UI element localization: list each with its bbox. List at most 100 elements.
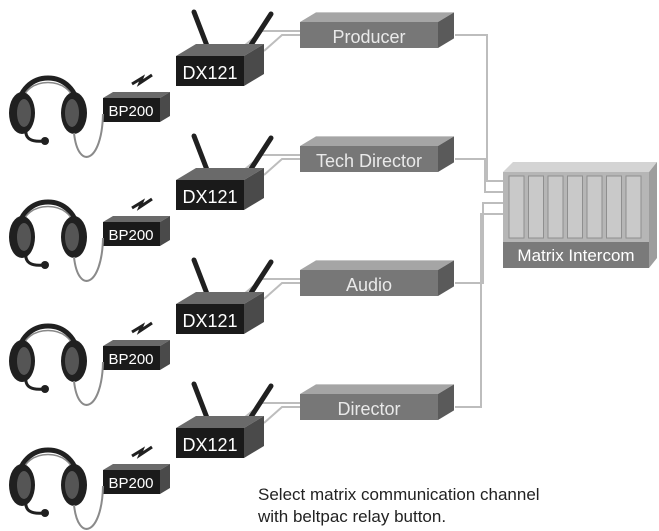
dx121-transceiver-side bbox=[244, 416, 264, 458]
dx121-transceiver-face bbox=[176, 56, 244, 86]
channel-label: Tech Director bbox=[316, 151, 422, 171]
matrix-card-slot bbox=[547, 175, 564, 239]
dx121-transceiver-top bbox=[176, 44, 264, 56]
cable-dx-to-panel bbox=[263, 406, 300, 424]
matrix-label: Matrix Intercom bbox=[517, 246, 634, 265]
channel-panel bbox=[300, 260, 454, 296]
antenna-icon bbox=[246, 259, 274, 299]
cable-to-matrix bbox=[455, 213, 503, 408]
channel-label: Producer bbox=[332, 27, 405, 47]
headset-right-pad bbox=[65, 471, 79, 499]
transceiver-label: DX121 bbox=[182, 63, 237, 83]
matrix-card-slot bbox=[586, 175, 603, 239]
channel-panel-face bbox=[300, 146, 438, 172]
headset-boom bbox=[24, 252, 45, 267]
headset-left-pad bbox=[17, 347, 31, 375]
channel-panel-face bbox=[300, 394, 438, 420]
dx121-transceiver-face bbox=[176, 304, 244, 334]
transceiver-label: DX121 bbox=[182, 311, 237, 331]
matrix-card-slot bbox=[508, 175, 525, 239]
headset-mic bbox=[41, 509, 49, 517]
channel-panel-top bbox=[300, 260, 454, 270]
channel-panel-top bbox=[300, 12, 454, 22]
dx121-transceiver-side bbox=[244, 292, 264, 334]
channel-panel-side bbox=[438, 12, 454, 48]
caption: Select matrix communication channel with… bbox=[258, 484, 658, 528]
bp200-beltpac-side bbox=[160, 464, 170, 494]
headset-left-pad bbox=[17, 99, 31, 127]
matrix-card-slot bbox=[567, 175, 583, 239]
bp200-beltpac-top bbox=[103, 216, 170, 222]
dx121-transceiver-top bbox=[176, 292, 264, 304]
bp200-beltpac-top bbox=[103, 464, 170, 470]
headset-mic bbox=[41, 385, 49, 393]
beltpac-label: BP200 bbox=[108, 475, 153, 492]
channel-panel bbox=[300, 136, 454, 172]
matrix-card-slot bbox=[528, 175, 544, 239]
beltpac-label: BP200 bbox=[108, 227, 153, 244]
cable-to-matrix bbox=[455, 202, 503, 284]
matrix-label-bar bbox=[503, 242, 649, 268]
headset-boom bbox=[24, 376, 45, 391]
bp200-beltpac-face bbox=[103, 222, 160, 246]
wireless-signal-icon bbox=[131, 73, 153, 87]
dx121-transceiver-top bbox=[176, 416, 264, 428]
antenna-icon bbox=[246, 135, 274, 175]
bp200-beltpac-side bbox=[160, 216, 170, 246]
matrix-side bbox=[649, 162, 657, 268]
cable-to-matrix bbox=[455, 158, 503, 193]
dx121-transceiver-face bbox=[176, 428, 244, 458]
cable-dx-to-panel bbox=[263, 34, 300, 52]
bp200-beltpac bbox=[103, 216, 170, 246]
bp200-beltpac-face bbox=[103, 346, 160, 370]
antenna-icon bbox=[246, 383, 274, 423]
caption-line-1: Select matrix communication channel bbox=[258, 485, 540, 504]
bp200-beltpac-face bbox=[103, 470, 160, 494]
cable-dx-to-panel bbox=[263, 282, 300, 300]
headset-boom bbox=[24, 128, 45, 143]
antenna-icon bbox=[246, 11, 274, 51]
headset-icon bbox=[9, 75, 87, 145]
channel-panel bbox=[300, 12, 454, 48]
bp200-beltpac bbox=[103, 92, 170, 122]
bp200-beltpac-side bbox=[160, 340, 170, 370]
channel-panel bbox=[300, 384, 454, 420]
headset-right-pad bbox=[65, 347, 79, 375]
headset-cord bbox=[73, 237, 104, 282]
headset-mic bbox=[41, 137, 49, 145]
matrix-card-slot bbox=[606, 175, 622, 239]
headset-left-pad bbox=[17, 223, 31, 251]
wireless-signal-icon bbox=[131, 197, 153, 211]
channel-panel-side bbox=[438, 260, 454, 296]
headset-right-pad bbox=[65, 223, 79, 251]
matrix-top bbox=[503, 162, 657, 172]
bp200-beltpac bbox=[103, 340, 170, 370]
cable-to-matrix bbox=[455, 34, 503, 182]
headset-cord bbox=[73, 113, 104, 158]
headset-left-pad bbox=[17, 471, 31, 499]
bp200-beltpac-face bbox=[103, 98, 160, 122]
bp200-beltpac-top bbox=[103, 340, 170, 346]
matrix-card-slot bbox=[625, 175, 642, 239]
channel-panel-face bbox=[300, 22, 438, 48]
wireless-signal-icon bbox=[131, 445, 153, 459]
beltpac-label: BP200 bbox=[108, 351, 153, 368]
headset-right-pad bbox=[65, 99, 79, 127]
channel-label: Director bbox=[337, 399, 400, 419]
transceiver-label: DX121 bbox=[182, 187, 237, 207]
matrix-intercom: Matrix Intercom bbox=[503, 162, 657, 268]
dx121-transceiver bbox=[176, 416, 264, 458]
cable-dx-to-panel bbox=[263, 158, 300, 176]
channel-panel-side bbox=[438, 136, 454, 172]
bp200-beltpac bbox=[103, 464, 170, 494]
bp200-beltpac-side bbox=[160, 92, 170, 122]
channel-label: Audio bbox=[346, 275, 392, 295]
dx121-transceiver bbox=[176, 44, 264, 86]
headset-cord bbox=[73, 361, 104, 406]
caption-line-2: with beltpac relay button. bbox=[258, 507, 447, 526]
wireless-signal-icon bbox=[131, 321, 153, 335]
